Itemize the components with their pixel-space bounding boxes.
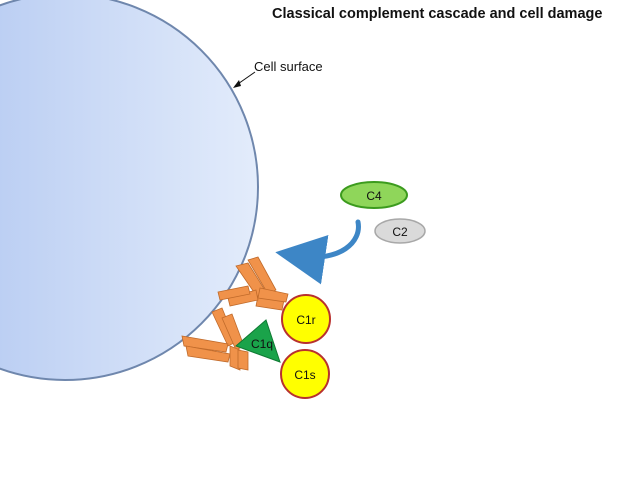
diagram-title: Classical complement cascade and cell da… [272, 6, 603, 22]
c4-label: C4 [366, 189, 382, 203]
c4-ellipse [340, 181, 408, 209]
c1q-triangle [235, 319, 281, 363]
c1s-label: C1s [294, 368, 315, 382]
c1r-label: C1r [296, 313, 315, 327]
c2-label: C2 [392, 225, 408, 239]
curved-arrow [275, 219, 361, 285]
c1s-circle [280, 349, 330, 399]
c2-ellipse [374, 218, 426, 244]
cell [0, 0, 259, 381]
antibody-upper [217, 256, 289, 311]
antibody-lower [181, 307, 249, 371]
c1r-circle [281, 294, 331, 344]
cell-surface-label: Cell surface [254, 59, 323, 74]
c1q-label: C1q [251, 337, 273, 351]
cell-surface-pointer-head [233, 80, 241, 88]
